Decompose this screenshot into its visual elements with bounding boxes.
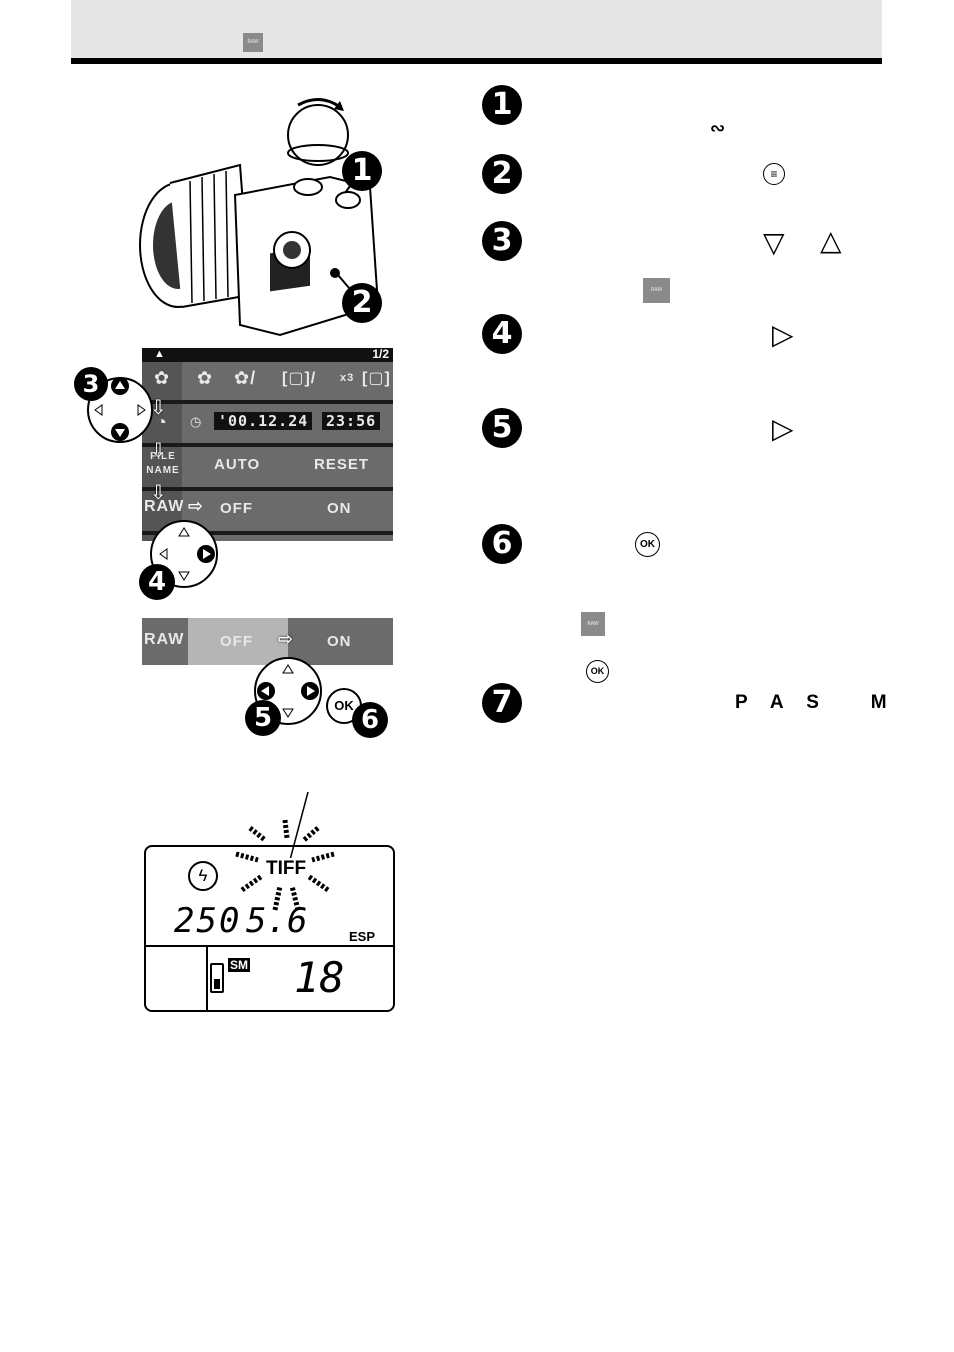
step-4-number: 4 [482,314,522,354]
control-panel-lcd: ϟ TIFF 250 5.6 ESP SM 18 [144,845,395,1012]
clock-icon[interactable]: ◔ [156,412,168,432]
raw-mode-icon: RAW [581,612,605,636]
date-value: '00.12.24 [214,412,313,430]
raw-mode-icon: RAW [243,33,263,52]
up-arrow-icon: ▲ [154,348,165,360]
raw-strip-on[interactable]: ON [327,633,352,650]
down-arrow-icon: ⇩ [150,482,167,504]
tiff-blink-rays [235,791,335,911]
time-value: 23:56 [322,412,381,430]
menu-left-column [142,362,182,541]
raw-strip-label: RAW [144,631,185,648]
callout-3: 3 [74,367,108,401]
raw-mode-icon: RAW [643,278,670,303]
right-arrow-icon: ⇨ [188,496,205,516]
down-arrow-icon: ⇩ [150,397,167,419]
header-band [71,0,882,58]
raw-strip: RAW OFF ⇨ ON [142,618,393,665]
menu-button-icon: ≡ [763,163,785,185]
step-2-number: 2 [482,154,522,194]
menu-divider [142,443,393,447]
menu-top-bar [142,348,393,362]
menu-screen: ▲ 1/2 ✿ ✿ ✿/ [▢]/ x3 [▢] ◔ ◷ '00.12.24 2… [142,347,393,541]
down-arrow-icon: ▽ [763,227,785,258]
frame-count: 18 [294,953,345,1002]
up-arrow-icon: △ [820,225,842,256]
callout-5: 5 [245,700,281,736]
callout-6: 6 [352,702,388,738]
frame-icon: [▢]/ [282,370,317,387]
lcd-divider [146,945,393,947]
exposure-modes: P A S M [735,692,896,713]
raw-on-option[interactable]: ON [327,500,352,517]
battery-icon [210,963,224,993]
callout-4: 4 [139,564,175,600]
menu-divider [142,400,393,404]
step-5-number: 5 [482,408,522,448]
frame-icon: [▢] [362,370,391,387]
page-indicator: 1/2 [372,347,389,361]
clock-icon: ◷ [190,414,203,429]
macro-icon: ✿ [197,368,214,388]
step-3-number: 3 [482,221,522,261]
menu-divider [142,531,393,535]
right-arrow-icon: ▷ [772,413,794,444]
reset-option[interactable]: RESET [314,456,370,473]
metering-mode: ESP [349,929,376,944]
right-arrow-icon: ⇨ [278,629,295,649]
step-7-number: 7 [482,683,522,723]
auto-option[interactable]: AUTO [214,456,261,473]
file-name-label[interactable]: FILE NAME [146,451,180,476]
shutter-speed: 250 [174,901,242,941]
lcd-divider [206,947,208,1010]
aperture-value: 5.6 [246,901,308,941]
raw-menu-label[interactable]: RAW [144,498,185,515]
step1-symbol: ∾ [710,118,726,138]
raw-strip-off[interactable]: OFF [220,633,253,650]
callout-1: 1 [342,151,382,191]
menu-divider [142,487,393,491]
flash-off-icon: ϟ [188,861,218,891]
zoom-x3-label: x3 [340,372,355,384]
selection-highlight [188,618,288,665]
ok-button-icon: OK [635,532,660,557]
right-arrow-icon: ▷ [772,319,794,350]
raw-off-option[interactable]: OFF [220,500,253,517]
down-arrow-icon: ⇩ [150,440,167,462]
super-macro-icon: ✿/ [234,368,257,388]
callout-2: 2 [342,283,382,323]
step-1-number: 1 [482,85,522,125]
tiff-indicator: TIFF [264,858,309,880]
smartmedia-icon: SM [228,958,250,972]
step-6-number: 6 [482,524,522,564]
header-rule [71,58,882,64]
ok-button-icon: OK [326,688,362,724]
macro-icon[interactable]: ✿ [154,368,171,388]
ok-button-icon: OK [586,660,609,683]
